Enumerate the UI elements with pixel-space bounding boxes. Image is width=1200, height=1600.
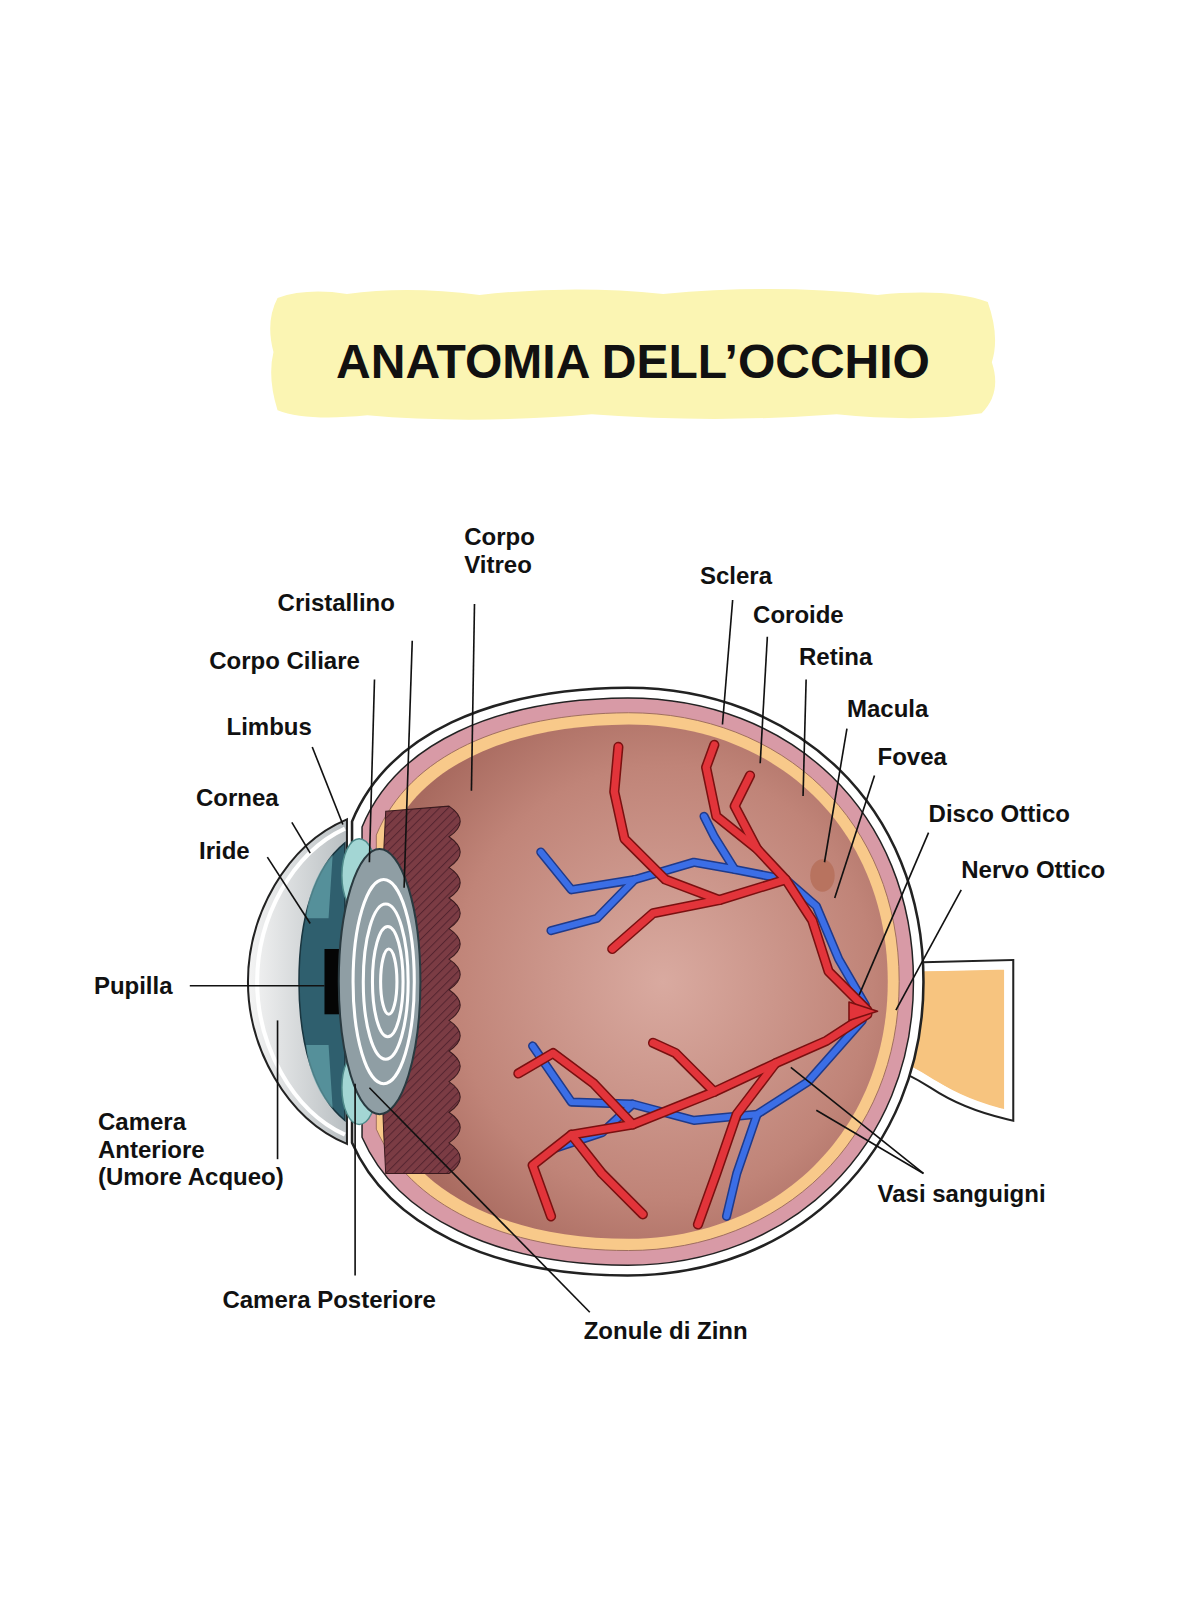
diagram-title: ANATOMIA DELL’OCCHIO	[336, 336, 930, 389]
lens	[339, 849, 421, 1114]
part-label: Vasi sanguigni	[878, 1180, 1046, 1208]
part-label: Corpo Vitreo	[464, 523, 564, 578]
part-label: Cornea	[196, 784, 279, 812]
part-label: Retina	[799, 643, 872, 671]
part-label: Nervo Ottico	[961, 856, 1105, 884]
part-label: Corpo Ciliare	[209, 647, 360, 675]
title-highlight	[270, 289, 995, 420]
part-label: Sclera	[700, 562, 772, 590]
leader-lines	[190, 600, 961, 1312]
cornea	[248, 819, 347, 1143]
part-label: Zonule di Zinn	[584, 1317, 748, 1345]
part-label: Disco Ottico	[929, 800, 1070, 828]
part-label: Cristallino	[278, 589, 395, 617]
part-label: Macula	[847, 695, 928, 723]
part-label: Pupilla	[94, 972, 173, 1000]
part-label: Fovea	[878, 743, 947, 771]
part-label: Iride	[199, 837, 250, 865]
part-label: Limbus	[227, 713, 312, 741]
eyeball	[352, 688, 923, 1276]
part-label: Coroide	[753, 601, 844, 629]
part-label: Camera Posteriore	[222, 1286, 435, 1314]
part-label: Camera Anteriore (Umore Acqueo)	[98, 1108, 292, 1191]
blood-vessels	[518, 745, 877, 1225]
